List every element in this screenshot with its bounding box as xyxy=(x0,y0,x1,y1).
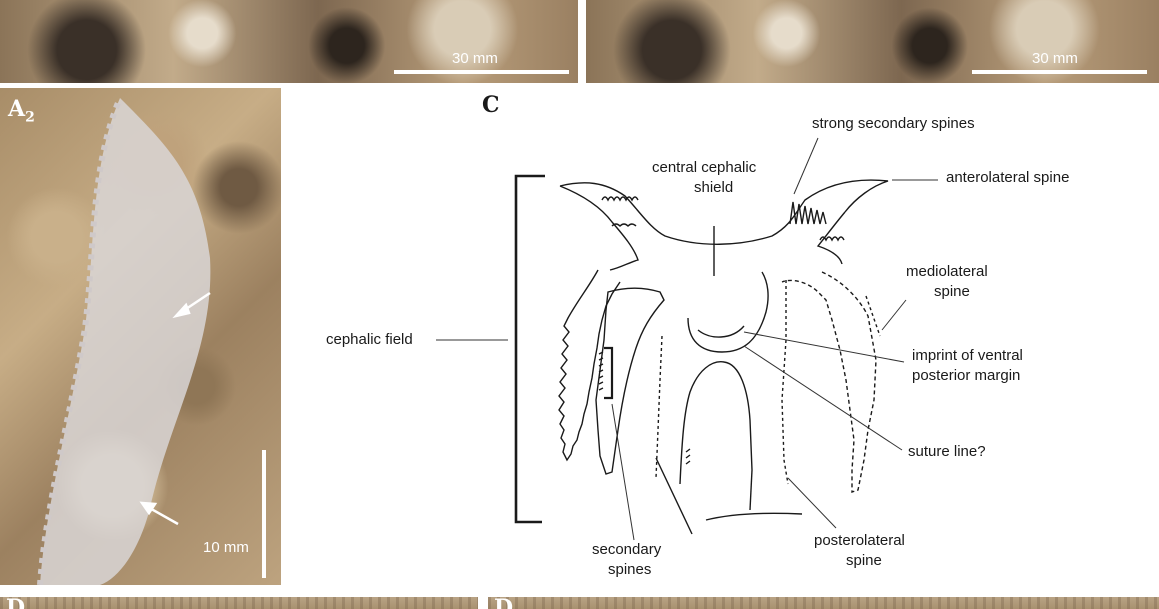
photo-top-right: 30 mm xyxy=(586,0,1159,83)
scale-bar-a2 xyxy=(262,450,266,578)
leader-secondary-spines xyxy=(611,403,635,541)
label-secondary-spines-2: spines xyxy=(608,561,652,578)
scale-label-a2: 10 mm xyxy=(203,539,249,556)
label-imprint-2: posterior margin xyxy=(912,367,1021,384)
scale-label-top-right: 30 mm xyxy=(1032,50,1078,67)
strong-secondary-spines xyxy=(789,201,827,225)
panel-letter-a2: A2 xyxy=(8,96,35,126)
label-cephalic-field: cephalic field xyxy=(326,331,413,348)
leader-imprint xyxy=(743,331,905,363)
label-posterolateral-2: spine xyxy=(846,552,882,569)
scale-label-top-left: 30 mm xyxy=(452,50,498,67)
scale-bar-top-right xyxy=(972,70,1147,74)
secondary-spines-bracket xyxy=(604,346,614,400)
label-mediolateral-2: spine xyxy=(934,283,970,300)
label-anterolateral-spine: anterolateral spine xyxy=(946,169,1070,186)
panel-letter-c: C xyxy=(482,92,500,118)
photo-a2: A2 10 mm xyxy=(0,88,281,585)
fossil-a2 xyxy=(37,96,211,585)
scale-bar-top-left xyxy=(394,70,569,74)
left-lateral-spine xyxy=(558,269,621,462)
label-suture-line: suture line? xyxy=(908,443,986,460)
label-central-cephalic-1: central cephalic xyxy=(652,159,757,176)
label-secondary-spines-1: secondary xyxy=(592,541,662,558)
leader-strong-secondary xyxy=(793,137,819,195)
imprint-ventral-posterior-margin xyxy=(697,325,745,338)
label-strong-secondary-spines: strong secondary spines xyxy=(812,115,975,132)
leader-mediolateral xyxy=(881,299,907,331)
central-cephalic-shield-outline xyxy=(559,179,889,245)
photo-bottom-left: D xyxy=(0,597,478,609)
panel-letter-bottom-left: D xyxy=(6,597,25,609)
photo-bottom-right: D xyxy=(488,597,1159,609)
cephalic-field-bracket xyxy=(514,174,545,524)
label-posterolateral-1: posterolateral xyxy=(814,532,905,549)
label-imprint-1: imprint of ventral xyxy=(912,347,1023,364)
label-central-cephalic-2: shield xyxy=(694,179,734,196)
right-lateral-spine xyxy=(781,271,877,493)
leader-posterolateral xyxy=(787,477,837,529)
photo-top-left: 30 mm xyxy=(0,0,578,83)
panel-letter-bottom-right: D xyxy=(494,597,513,609)
inner-left-spine xyxy=(595,287,665,475)
leader-suture xyxy=(743,345,903,451)
label-mediolateral-1: mediolateral xyxy=(906,263,988,280)
